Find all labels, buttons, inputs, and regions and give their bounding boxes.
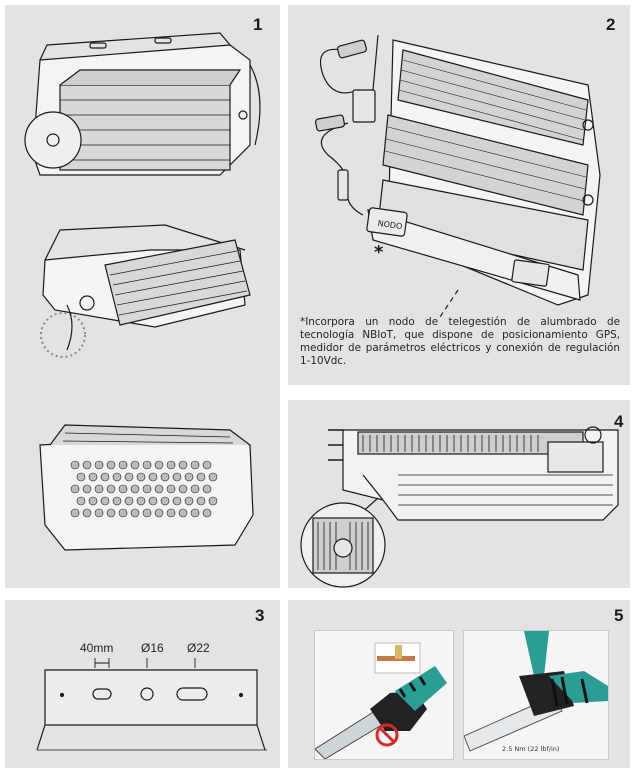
panel-step-2: 2 NODO * *Incorpora un nodo: [288, 5, 630, 385]
led-array: [70, 460, 218, 518]
torque-wrench-photo: [463, 630, 609, 760]
connector-wiring-photo: [314, 630, 454, 760]
node-label: NODO: [377, 219, 403, 231]
slot-width-dimension: 40mm: [80, 641, 114, 655]
node-footnote: *Incorpora un nodo de telegestión de alu…: [300, 316, 620, 367]
step-number-4: 4: [614, 412, 624, 431]
luminaire-side-section-illustration: [300, 426, 619, 588]
forbidden-icon: [375, 723, 399, 747]
large-hole-diameter: Ø22: [187, 641, 210, 655]
step-number-1: 1: [253, 15, 263, 34]
panel-step-3: 3 40mm Ø16 Ø22: [5, 600, 280, 768]
luminaire-illustration-1a: [24, 32, 261, 551]
bracket-drilling-drawing: [36, 658, 267, 751]
panel-step-1: 1: [5, 5, 280, 588]
torque-label: 2.5 Nm (22 lbf/in): [502, 745, 560, 753]
luminaire-with-node-illustration: NODO *: [315, 34, 601, 321]
small-hole-diameter: Ø16: [141, 641, 164, 655]
panel-step-4: 4: [288, 400, 630, 588]
step-number-2: 2: [606, 15, 616, 34]
step-number-3: 3: [255, 606, 265, 625]
step-number-5: 5: [614, 606, 624, 625]
node-asterisk: *: [374, 242, 384, 263]
panel-step-5: 5 2.5 Nm (22 lbf/in): [288, 600, 630, 768]
